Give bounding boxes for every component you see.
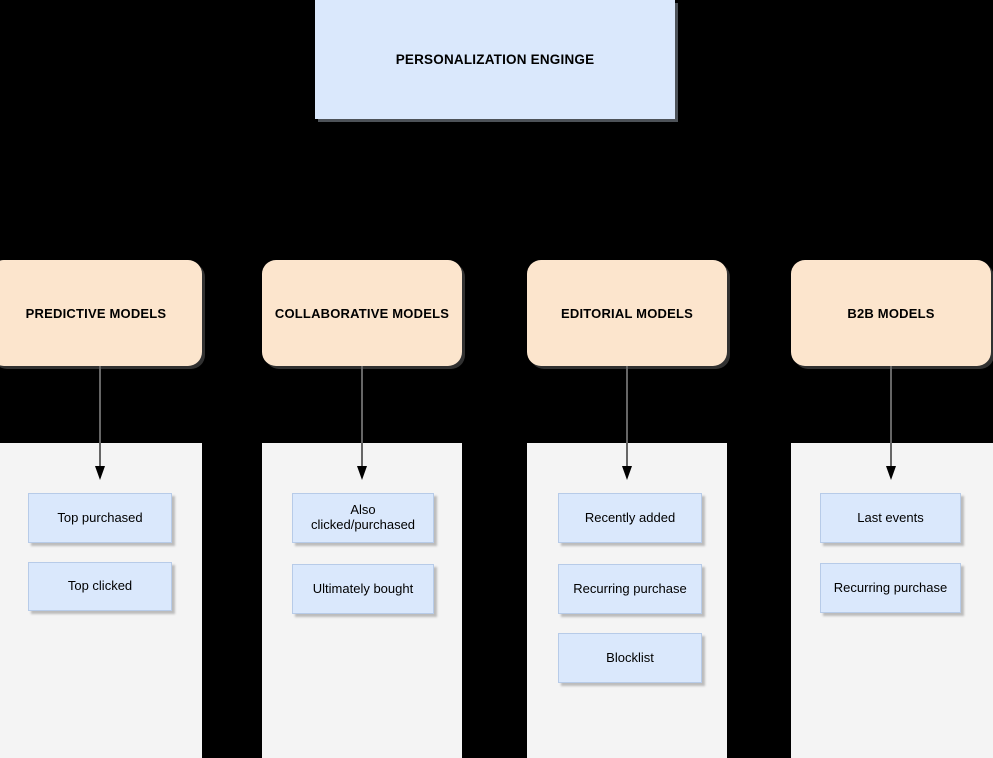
list-item-top-clicked[interactable]: Top clicked [28, 562, 172, 611]
model-group-box-editorial[interactable]: EDITORIAL MODELS [527, 260, 727, 366]
model-group-label-b2b: B2B MODELS [847, 305, 935, 321]
model-group-label-editorial: EDITORIAL MODELS [560, 305, 693, 321]
list-item-label: Last events [857, 509, 924, 525]
list-item-ultimately-bought[interactable]: Ultimately bought [292, 564, 434, 614]
list-item-recently-added[interactable]: Recently added [558, 493, 702, 543]
list-item-label: Also clicked/purchased [310, 502, 416, 532]
list-item-label: Ultimately bought [312, 580, 414, 596]
list-item-label: Recently added [584, 509, 676, 525]
list-item-recurring-purchase[interactable]: Recurring purchase [558, 564, 702, 614]
list-item-label: Top clicked [67, 578, 133, 594]
model-group-box-predictive[interactable]: PREDICTIVE MODELS [0, 260, 202, 366]
model-group-box-b2b[interactable]: B2B MODELS [791, 260, 991, 366]
list-item-also-clicked-purchased[interactable]: Also clicked/purchased [292, 493, 434, 543]
list-item-blocklist[interactable]: Blocklist [558, 633, 702, 683]
list-item-label: Recurring purchase [573, 580, 687, 596]
list-item-last-events[interactable]: Last events [820, 493, 961, 543]
list-item-label: Recurring purchase [833, 579, 948, 595]
personalization-engine-box[interactable]: PERSONALIZATION ENGINGE [315, 0, 675, 119]
model-group-label-collaborative: COLLABORATIVE MODELS [274, 305, 450, 321]
list-item-recurring-purchase-b2b[interactable]: Recurring purchase [820, 563, 961, 613]
list-item-top-purchased[interactable]: Top purchased [28, 493, 172, 543]
list-item-label: Top purchased [57, 509, 143, 525]
model-group-box-collaborative[interactable]: COLLABORATIVE MODELS [262, 260, 462, 366]
personalization-engine-label: PERSONALIZATION ENGINGE [395, 52, 595, 67]
list-item-label: Blocklist [606, 649, 654, 665]
model-group-label-predictive: PREDICTIVE MODELS [25, 305, 167, 321]
